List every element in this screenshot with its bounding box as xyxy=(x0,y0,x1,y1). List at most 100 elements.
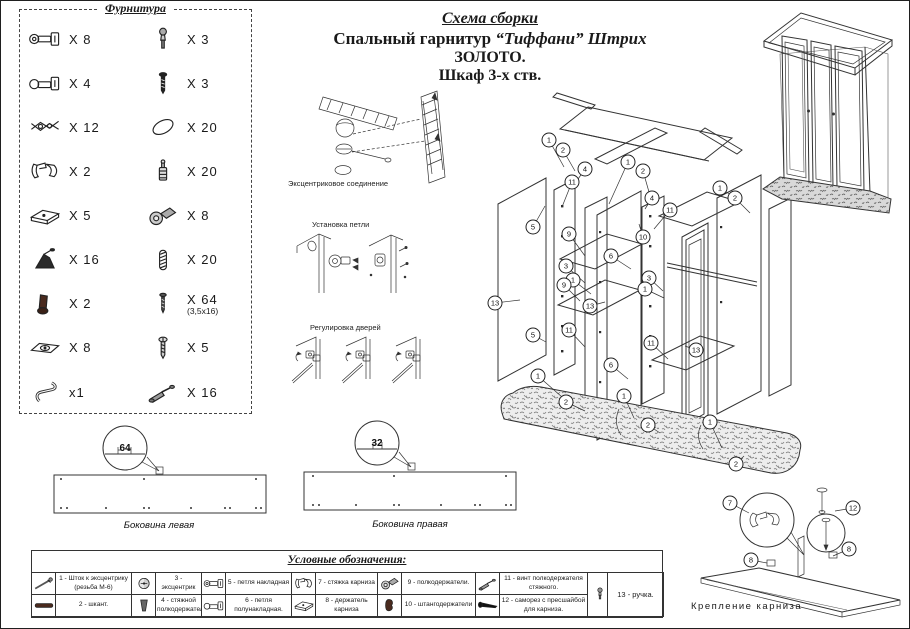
dowel-icon xyxy=(146,247,180,273)
eccentric-connection-label: Эксцентриковое соединение xyxy=(288,179,389,188)
hardware-count: X 4 xyxy=(69,75,92,91)
dim-left: 64 xyxy=(119,443,131,454)
callout-11: 11 xyxy=(561,174,580,208)
callout-2: 2 xyxy=(728,455,745,472)
door-adjust-unit xyxy=(291,336,321,384)
holder-dark-icon xyxy=(385,599,393,612)
hinge-half-icon xyxy=(201,594,226,617)
hardware-item: X 2 xyxy=(28,158,138,184)
svg-text:8: 8 xyxy=(847,545,851,554)
eccentric-cyl-icon xyxy=(131,572,156,595)
title-block: Схема сборки Спальный гарнитур “Тиффани”… xyxy=(259,10,721,85)
svg-text:2: 2 xyxy=(646,421,650,430)
callout-1: 1 xyxy=(530,368,563,398)
side-panel-left-label: Боковина левая xyxy=(124,520,194,531)
svg-text:1: 1 xyxy=(547,136,551,145)
anchor-screw-icon xyxy=(478,578,496,591)
svg-text:1: 1 xyxy=(536,372,540,381)
hardware-item: X 12 xyxy=(28,114,138,140)
anchor-screw-icon xyxy=(148,384,175,403)
shtok-long-icon xyxy=(31,572,56,595)
svg-text:5: 5 xyxy=(531,223,535,232)
hinge-full-icon xyxy=(203,579,224,588)
hardware-item: X 3 xyxy=(146,26,246,52)
hardware-count: X 12 xyxy=(69,119,100,135)
side-panel-right-drawing: 32 Боковина правая xyxy=(303,420,517,530)
plate-icon xyxy=(30,342,60,354)
shtok-icon xyxy=(146,26,180,52)
screw-small-icon xyxy=(146,291,180,317)
hinge-half-icon xyxy=(203,601,224,611)
hardware-item: x1 xyxy=(28,379,138,405)
callout-9: 9 xyxy=(561,226,586,257)
svg-text:10: 10 xyxy=(639,233,647,242)
hinge-full-icon xyxy=(29,32,60,46)
legend-row: 2 - шкант.4 - стяжной полкодержатель6 - … xyxy=(31,594,664,617)
cornice-holder-icon xyxy=(29,209,61,225)
callout-6: 6 xyxy=(603,357,629,380)
callout-1: 1 xyxy=(616,388,635,419)
cornice-tie-icon xyxy=(28,114,62,140)
page-subtitle: Спальный гарнитур “Тиффани” Штрих xyxy=(259,29,721,49)
door-adjust-unit xyxy=(341,336,371,384)
svg-text:4: 4 xyxy=(650,194,654,203)
hardware-item: X 8 xyxy=(28,26,138,52)
knob-icon xyxy=(597,587,603,600)
screw-black-icon xyxy=(475,594,500,617)
hole-marks xyxy=(312,475,512,506)
callout-4: 4 xyxy=(575,161,593,183)
eccentric-cyl-icon xyxy=(138,578,150,589)
callout-4: 4 xyxy=(644,190,660,210)
door-adjust-diagram xyxy=(291,336,421,384)
callout-11: 11 xyxy=(653,202,678,230)
svg-text:11: 11 xyxy=(565,326,573,335)
handle-dark-icon xyxy=(37,294,49,315)
subtitle-italic: “Тиффани” Штрих xyxy=(495,29,647,48)
collection-name: ЗОЛОТО. xyxy=(454,49,526,66)
hinge-half-icon xyxy=(28,70,62,96)
subtitle-plain: Спальный гарнитур xyxy=(333,29,496,48)
callout-2: 2 xyxy=(558,394,586,412)
svg-text:5: 5 xyxy=(531,331,535,340)
tie-handle-icon xyxy=(31,162,58,179)
anchor-screw-icon xyxy=(475,572,500,595)
hardware-item: X 5 xyxy=(28,203,138,229)
legend-entry: 2 - шкант. xyxy=(55,594,132,617)
legend-entry: 13 - ручка. xyxy=(607,572,664,617)
cornice-tie-icon xyxy=(31,121,59,132)
svg-text:11: 11 xyxy=(568,178,576,187)
screw-small-icon xyxy=(159,292,167,314)
hardware-item: X 5 xyxy=(146,335,246,361)
legend-title: Условные обозначения: xyxy=(287,554,407,566)
hinge-half-icon xyxy=(29,76,60,91)
screws-pile-icon xyxy=(28,247,62,273)
legend-entry: 4 - стяжной полкодержатель xyxy=(155,594,202,617)
callout-1: 1 xyxy=(637,281,665,299)
cap-oval-icon xyxy=(152,119,174,136)
hardware-count: X 2 xyxy=(69,163,92,179)
callout-5: 5 xyxy=(525,205,546,235)
hardware-item: X 2 xyxy=(28,291,138,317)
plate-icon xyxy=(28,335,62,361)
legend-entry: 7 - стяжка карниза xyxy=(315,572,378,595)
tie-handle-icon xyxy=(28,158,62,184)
holder-dark-icon xyxy=(377,594,402,617)
svg-text:11: 11 xyxy=(647,339,655,348)
dowel-dark-icon xyxy=(31,594,56,617)
hardware-item: X 3 xyxy=(146,70,246,96)
hardware-item: X 64(3,5x16) xyxy=(146,291,246,317)
cap-oval-icon xyxy=(146,114,180,140)
hardware-count: X 16 xyxy=(69,252,100,268)
svg-text:2: 2 xyxy=(733,194,737,203)
hinge-full-icon xyxy=(28,26,62,52)
svg-text:3: 3 xyxy=(647,274,651,283)
cone-dark-icon xyxy=(131,594,156,617)
shelf-roller-icon xyxy=(381,577,399,590)
legend-entry: 12 - саморез с пресшайбой для карниза. xyxy=(499,594,588,617)
hinge-full-icon xyxy=(201,572,226,595)
